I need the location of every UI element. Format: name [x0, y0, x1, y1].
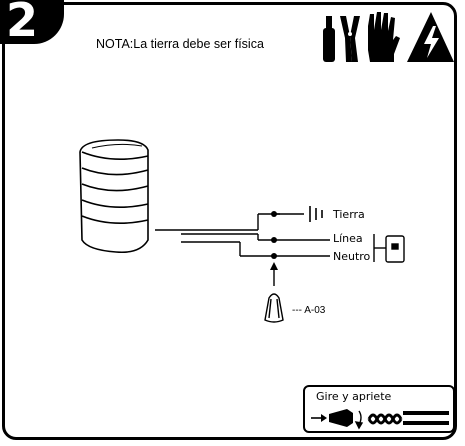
line-label: Línea: [333, 232, 363, 245]
line-junction: [271, 237, 277, 243]
arrow-up-icon: [270, 262, 278, 286]
neutral-junction: [271, 253, 277, 259]
fixture-wires: [155, 213, 280, 257]
switch-bracket: [373, 234, 405, 263]
ground-symbol-icon: [309, 206, 323, 222]
ground-label: Tierra: [333, 208, 365, 221]
connector-label: --- A-03: [292, 305, 326, 316]
step-badge: 2: [0, 0, 64, 44]
ground-junction: [271, 211, 277, 217]
twist-instruction-box: Gire y apriete: [303, 385, 455, 433]
wire-nut-side-icon: [329, 409, 353, 427]
light-fixture: [79, 139, 149, 254]
rotate-arrow-icon: [354, 410, 364, 430]
step-number: 2: [6, 0, 39, 47]
supply-wires: [258, 213, 330, 257]
arrow-right-icon: [311, 414, 327, 422]
wire-nut-icon: [264, 293, 284, 323]
twist-instruction-text: Gire y apriete: [316, 390, 392, 403]
screwdriver-icon: [323, 16, 335, 62]
twisted-wires-icon: [367, 411, 449, 425]
high-voltage-warning-icon: [407, 12, 454, 62]
instruction-frame: [2, 2, 457, 440]
neutral-label: Neutro: [333, 250, 371, 263]
gloves-icon: [368, 12, 400, 62]
ground-note: NOTA:La tierra debe ser física: [96, 37, 264, 51]
pliers-icon: [340, 16, 360, 62]
twist-illustration: [311, 409, 449, 430]
